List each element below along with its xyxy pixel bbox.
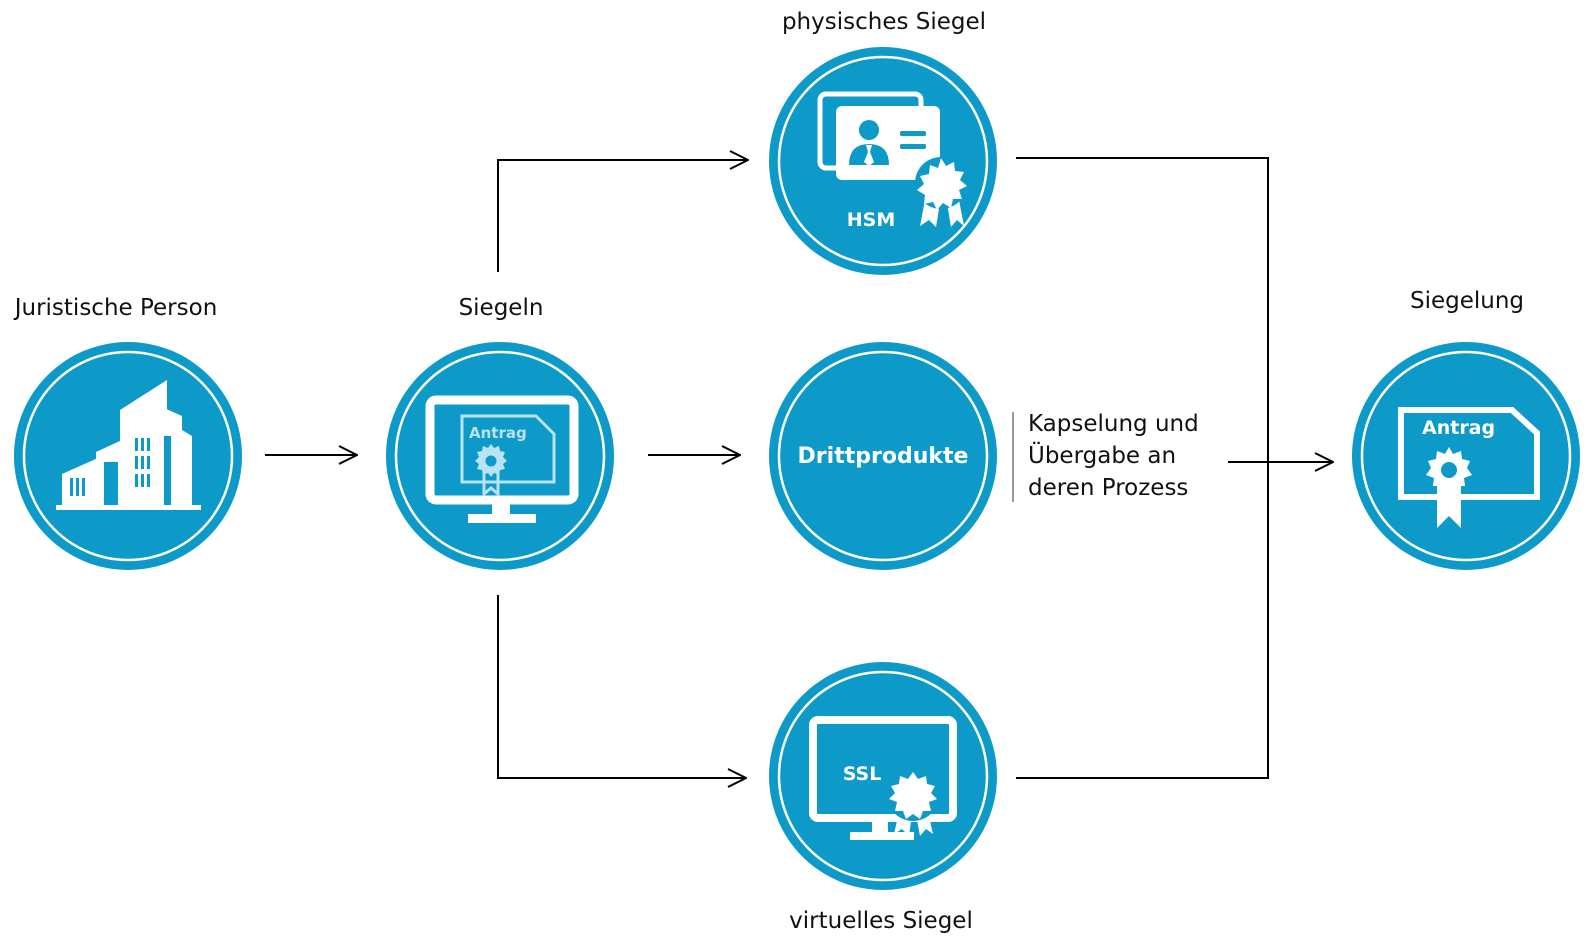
- arrow-seal-to-virtual: [497, 595, 746, 778]
- node-ring: [22, 350, 234, 562]
- node-legal-person: [14, 342, 242, 570]
- seal-label: Siegeln: [458, 295, 544, 321]
- node-physical-seal: HSM: [769, 47, 997, 275]
- physical-badge: HSM: [847, 209, 896, 231]
- connector-physical-to-merge: [1016, 157, 1269, 779]
- building-icon: [56, 380, 201, 510]
- node-ring: [777, 55, 989, 267]
- node-ring: [394, 350, 606, 562]
- node-result: Antrag: [1352, 342, 1580, 570]
- physical-seal-label: physisches Siegel: [781, 9, 987, 35]
- node-circle: [1352, 342, 1580, 570]
- legal-person-label: Juristische Person: [14, 295, 218, 321]
- monitor-application-icon: Antrag: [425, 395, 579, 523]
- node-circle: [769, 342, 997, 570]
- certificate-document-icon: Antrag: [1398, 407, 1540, 528]
- node-ring: [1360, 350, 1572, 562]
- node-seal: Antrag: [386, 342, 614, 570]
- note-line: deren Prozess: [1028, 475, 1189, 501]
- id-card-certificate-icon: HSM: [817, 91, 967, 231]
- encapsulation-note: Kapselung und Übergabe an deren Prozess: [1028, 408, 1199, 504]
- note-line: Übergabe an: [1028, 443, 1177, 469]
- monitor-certificate-icon: SSL: [809, 716, 957, 840]
- node-virtual-seal: SSL: [769, 662, 997, 890]
- arrow-seal-to-physical: [497, 160, 748, 272]
- node-circle: [769, 662, 997, 890]
- virtual-badge: SSL: [843, 763, 882, 785]
- third-party-label: Drittprodukte: [798, 444, 969, 469]
- result-label: Siegelung: [1409, 288, 1525, 314]
- note-line: Kapselung und: [1028, 411, 1199, 437]
- node-ring: [777, 350, 989, 562]
- node-third-party: Drittprodukte: [769, 342, 997, 570]
- virtual-seal-label: virtuelles Siegel: [789, 908, 973, 934]
- node-ring: [777, 670, 989, 882]
- seal-doc-label: Antrag: [469, 424, 527, 442]
- result-doc-label: Antrag: [1422, 417, 1495, 439]
